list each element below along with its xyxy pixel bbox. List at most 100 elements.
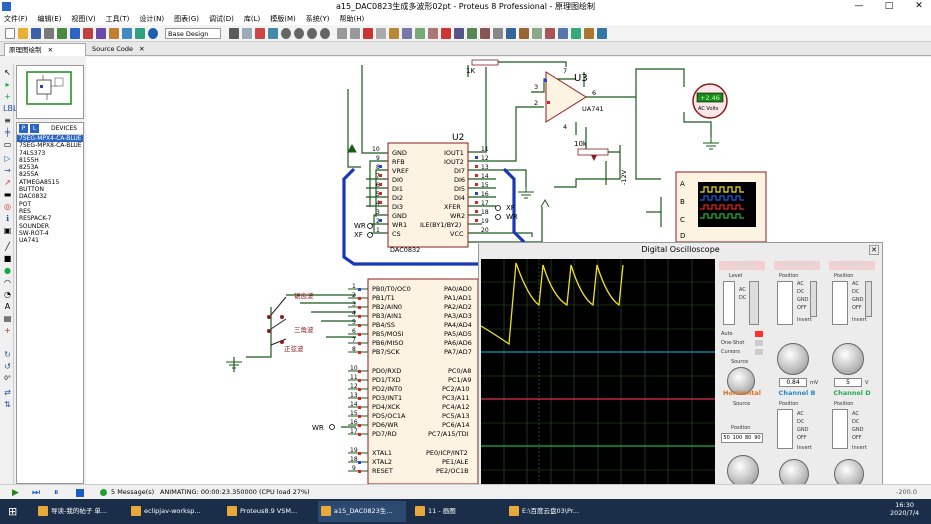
channel-d-position-slider[interactable] [832, 409, 848, 449]
remove-sheet-icon[interactable] [545, 27, 555, 39]
generator-icon[interactable]: ◎ [4, 202, 11, 211]
list-item[interactable]: 74LS373 [19, 149, 46, 157]
bill-icon[interactable] [571, 27, 581, 39]
origin-icon[interactable] [254, 27, 265, 39]
channel-c-volts-knob[interactable] [832, 343, 864, 375]
channel-a-coupling-switch[interactable] [810, 281, 817, 317]
list-item[interactable]: SOUNDER [19, 222, 49, 230]
list-item[interactable]: SW-ROT-4 [19, 229, 49, 237]
paste-icon[interactable] [389, 27, 399, 39]
maximize-button[interactable]: □ [884, 1, 894, 11]
list-item[interactable]: 7SEG-MPX8-CA-BLUE [19, 142, 82, 150]
pcb-icon[interactable] [82, 27, 93, 39]
channel-c-coupling-switch[interactable] [865, 281, 872, 317]
oscilloscope-close-button[interactable]: ✕ [869, 245, 879, 255]
play-button[interactable]: ▶ [12, 488, 19, 498]
copy-icon[interactable] [376, 27, 386, 39]
menu-edit[interactable]: 编辑(E) [37, 15, 62, 23]
open-folder-icon[interactable] [17, 27, 28, 39]
overview-window[interactable] [16, 65, 84, 119]
horizontal-timebase-knob[interactable] [727, 455, 759, 487]
menu-library[interactable]: 库(L) [243, 15, 261, 23]
library-manager-button[interactable]: L [30, 124, 39, 133]
step-button[interactable]: ⏭ [32, 488, 41, 498]
close-button[interactable]: ✕ [915, 1, 923, 11]
taskbar-item[interactable]: 导读-我的帖子 单... [35, 501, 123, 522]
menu-view[interactable]: 视图(V) [71, 15, 96, 23]
zoom-out-icon[interactable] [293, 27, 304, 39]
graph-icon[interactable]: ↗ [4, 178, 11, 187]
subcircuit-icon[interactable]: ▭ [3, 140, 12, 149]
selection-mode-icon[interactable]: ↖ [4, 68, 11, 77]
search-icon[interactable] [506, 27, 516, 39]
list-item[interactable]: RESPACK-7 [19, 215, 52, 223]
menu-debug[interactable]: 调试(D) [209, 15, 234, 23]
tab-schematic[interactable]: 原理图绘制 ✕ [4, 43, 86, 56]
trigger-source-knob[interactable] [727, 367, 755, 395]
block-copy-icon[interactable] [402, 27, 412, 39]
bom-icon[interactable] [121, 27, 132, 39]
design-select[interactable]: Base Design [165, 27, 221, 39]
list-item[interactable]: 8155H [19, 156, 39, 164]
component-mode-icon[interactable]: ▸ [5, 80, 10, 89]
rotate-ccw-icon[interactable]: ↺ [4, 362, 11, 371]
stop-button[interactable] [76, 489, 84, 497]
3d-icon[interactable] [95, 27, 106, 39]
save-icon[interactable] [30, 27, 41, 39]
minimize-button[interactable]: — [854, 1, 864, 11]
decompose-icon[interactable] [480, 27, 490, 39]
windows-start-icon[interactable]: ⊞ [8, 505, 18, 518]
refresh-icon[interactable] [228, 27, 239, 39]
horizontal-position-slider[interactable]: 50 100 80 90 [721, 433, 763, 443]
undo-icon[interactable] [337, 27, 347, 39]
list-item[interactable]: 7SEG-MPX4-CA-BLUE [17, 135, 83, 143]
menu-tools[interactable]: 工具(T) [105, 15, 130, 23]
messages-icon[interactable] [100, 489, 107, 496]
list-item[interactable]: RES [19, 207, 31, 215]
tab-source-code[interactable]: Source Code ✕ [88, 43, 150, 56]
pick-library-button[interactable]: P [19, 124, 28, 133]
block-rotate-icon[interactable] [428, 27, 438, 39]
taskbar-item[interactable]: a15_DAC0823生... [318, 501, 406, 522]
channel-b-position-slider[interactable] [777, 409, 793, 449]
tab-close-icon[interactable]: ✕ [139, 45, 145, 53]
channel-c-position-slider[interactable] [832, 281, 848, 325]
menu-help[interactable]: 帮助(H) [339, 15, 365, 23]
cut-icon[interactable] [363, 27, 373, 39]
redo-icon[interactable] [350, 27, 360, 39]
exit-parent-icon[interactable] [558, 27, 568, 39]
junction-icon[interactable]: + [4, 92, 11, 101]
tape-icon[interactable]: ▬ [3, 190, 12, 199]
trigger-cursors-led[interactable] [755, 349, 763, 355]
list-item[interactable]: DAC0832 [19, 193, 47, 201]
block-move-icon[interactable] [415, 27, 425, 39]
pan-icon[interactable] [267, 27, 278, 39]
wire-label-icon[interactable]: LBL [3, 104, 18, 113]
terminal-icon[interactable]: ▷ [4, 154, 11, 163]
arc-icon[interactable]: ◠ [4, 278, 11, 287]
digital-oscilloscope-window[interactable]: Digital Oscilloscope ✕ Trigger Level AC … [478, 242, 883, 497]
netlist-icon[interactable] [597, 27, 607, 39]
home-icon[interactable] [56, 27, 67, 39]
text-icon[interactable]: A [4, 302, 11, 311]
trigger-auto-led[interactable] [755, 331, 763, 337]
make-device-icon[interactable] [467, 27, 477, 39]
zoom-in-icon[interactable] [280, 27, 291, 39]
symbol-icon[interactable]: ▤ [3, 314, 12, 323]
text-script-icon[interactable]: ≡ [4, 116, 11, 125]
menu-graph[interactable]: 图表(G) [174, 15, 199, 23]
trigger-coupling-switch[interactable] [749, 281, 759, 325]
line-icon[interactable]: ╱ [5, 242, 10, 251]
menu-design[interactable]: 设计(N) [139, 15, 165, 23]
channel-a-position-slider[interactable] [777, 281, 793, 325]
probe-icon[interactable]: ℹ [5, 214, 10, 223]
schematic-icon[interactable] [69, 27, 80, 39]
messages-count[interactable]: 5 Message(s) [111, 488, 155, 496]
box-icon[interactable]: ■ [3, 254, 12, 263]
rotate-cw-icon[interactable]: ↻ [4, 350, 11, 359]
zoom-area-icon[interactable] [319, 27, 330, 39]
list-item[interactable]: BUTTON [19, 186, 44, 194]
new-sheet-icon[interactable] [532, 27, 542, 39]
block-delete-icon[interactable] [441, 27, 451, 39]
circle-icon[interactable]: ● [4, 266, 11, 275]
